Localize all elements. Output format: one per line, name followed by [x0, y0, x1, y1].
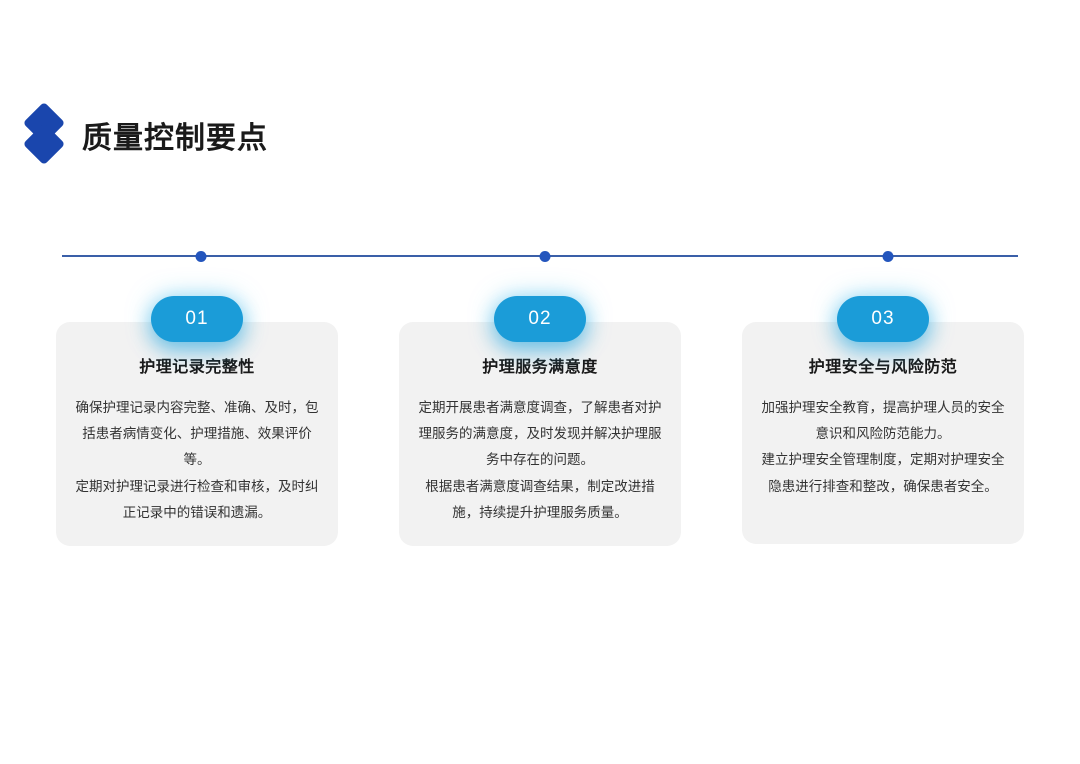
- card-paragraph: 建立护理安全管理制度，定期对护理安全隐患进行排查和整改，确保患者安全。: [761, 452, 1005, 494]
- timeline-dot-02: [539, 251, 551, 262]
- card-paragraph: 确保护理记录内容完整、准确、及时，包括患者病情变化、护理措施、效果评价等。: [75, 399, 319, 468]
- card-paragraph: 定期对护理记录进行检查和审核，及时纠正记录中的错误和遗漏。: [75, 478, 319, 521]
- card-body-01: 确保护理记录内容完整、准确、及时，包括患者病情变化、护理措施、效果评价等。 定期…: [72, 395, 322, 527]
- cards-row: 01 护理记录完整性 确保护理记录内容完整、准确、及时，包括患者病情变化、护理措…: [56, 296, 1024, 547]
- card-01[interactable]: 护理记录完整性 确保护理记录内容完整、准确、及时，包括患者病情变化、护理措施、效…: [56, 322, 338, 547]
- card-paragraph: 根据患者满意度调查结果，制定改进措施，持续提升护理服务质量。: [425, 478, 655, 521]
- page-title: 质量控制要点: [82, 122, 268, 155]
- card-02[interactable]: 护理服务满意度 定期开展患者满意度调查，了解患者对护理服务的满意度，及时发现并解…: [399, 322, 681, 547]
- card-paragraph: 加强护理安全教育，提高护理人员的安全意识和风险防范能力。: [761, 399, 1005, 442]
- timeline: [62, 251, 1018, 262]
- timeline-dot-03: [882, 251, 894, 262]
- card-03[interactable]: 护理安全与风险防范 加强护理安全教育，提高护理人员的安全意识和风险防范能力。 建…: [742, 322, 1024, 544]
- step-badge-03[interactable]: 03: [837, 296, 929, 342]
- timeline-dot-01: [195, 251, 207, 262]
- card-body-03: 加强护理安全教育，提高护理人员的安全意识和风险防范能力。 建立护理安全管理制度，…: [758, 395, 1008, 500]
- card-title-01: 护理记录完整性: [139, 359, 255, 376]
- column-02: 02 护理服务满意度 定期开展患者满意度调查，了解患者对护理服务的满意度，及时发…: [399, 296, 681, 547]
- card-paragraph: 定期开展患者满意度调查，了解患者对护理服务的满意度，及时发现并解决护理服务中存在…: [418, 399, 662, 468]
- card-title-02: 护理服务满意度: [482, 359, 598, 376]
- card-body-02: 定期开展患者满意度调查，了解患者对护理服务的满意度，及时发现并解决护理服务中存在…: [415, 395, 665, 527]
- step-badge-02[interactable]: 02: [494, 296, 586, 342]
- column-01: 01 护理记录完整性 确保护理记录内容完整、准确、及时，包括患者病情变化、护理措…: [56, 296, 338, 547]
- card-title-03: 护理安全与风险防范: [808, 359, 958, 376]
- step-badge-01[interactable]: 01: [151, 296, 243, 342]
- column-03: 03 护理安全与风险防范 加强护理安全教育，提高护理人员的安全意识和风险防范能力…: [742, 296, 1024, 546]
- double-diamond-icon: [22, 101, 66, 166]
- slide-header: 质量控制要点: [22, 101, 268, 166]
